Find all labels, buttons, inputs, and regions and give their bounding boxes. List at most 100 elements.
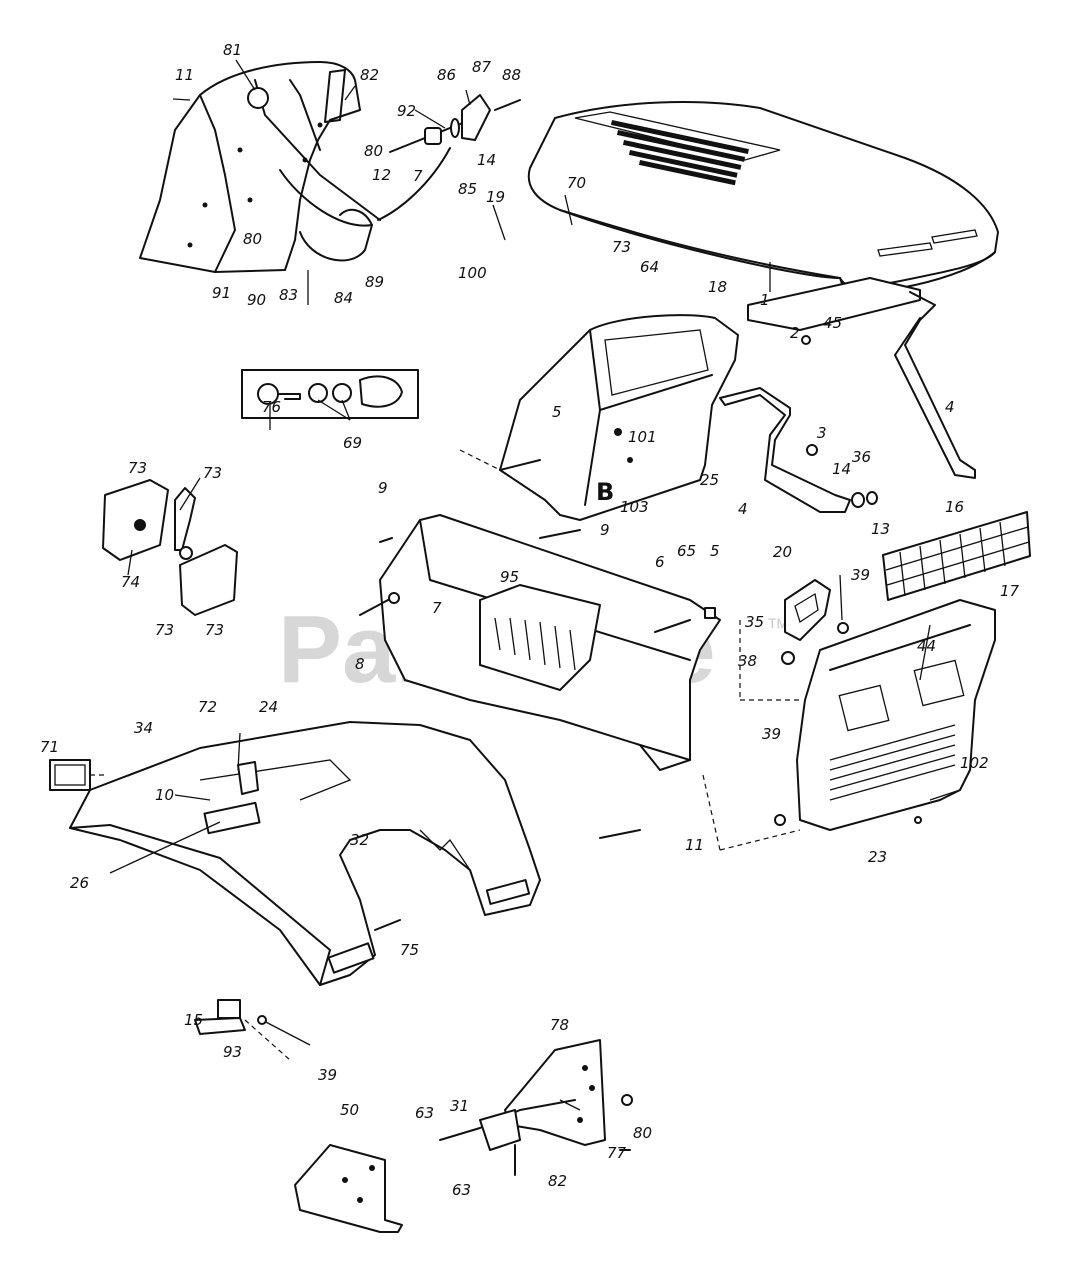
cover-plate-part[interactable] <box>294 1144 403 1233</box>
assembly-leader-lines <box>90 449 801 1061</box>
callout-23: 23 <box>868 848 887 866</box>
ignition-switch-kit[interactable] <box>241 369 419 419</box>
callout-73-c: 73 <box>203 464 222 482</box>
callout-82-b: 82 <box>548 1172 567 1190</box>
callout-leaders <box>109 59 961 1111</box>
hood-part[interactable] <box>527 101 999 294</box>
callout-83: 83 <box>279 286 298 304</box>
shaft-assembly[interactable] <box>377 94 521 221</box>
callout-11: 11 <box>175 66 194 84</box>
callout-78: 78 <box>550 1016 569 1034</box>
callout-103: 103 <box>620 498 649 516</box>
callout-65: 65 <box>677 542 696 560</box>
dash-tower-part[interactable] <box>499 314 739 521</box>
callout-73-e: 73 <box>205 621 224 639</box>
callout-10: 10 <box>155 786 174 804</box>
callout-81: 81 <box>223 41 242 59</box>
callout-63-b: 63 <box>452 1181 471 1199</box>
callout-90: 90 <box>247 291 266 309</box>
callout-38: 38 <box>738 652 757 670</box>
callout-5-b: 5 <box>710 542 720 560</box>
callout-44: 44 <box>917 637 936 655</box>
callout-39-b: 39 <box>762 725 781 743</box>
callout-45: 45 <box>823 314 842 332</box>
callout-34: 34 <box>134 719 153 737</box>
callout-39: 39 <box>851 566 870 584</box>
callout-76: 76 <box>262 398 281 416</box>
callout-16: 16 <box>945 498 964 516</box>
clip-part[interactable] <box>194 999 246 1035</box>
light-bracket-part[interactable] <box>784 579 831 641</box>
callout-9-b: 9 <box>600 521 610 539</box>
callout-26: 26 <box>70 874 89 892</box>
grille-screen-part[interactable] <box>882 511 1031 601</box>
dash-steering-support[interactable] <box>139 61 381 305</box>
callout-64: 64 <box>640 258 659 276</box>
callout-25: 25 <box>700 471 719 489</box>
callout-39-c: 39 <box>318 1066 337 1084</box>
callout-50: 50 <box>340 1101 359 1119</box>
pedal-bracket-part[interactable] <box>439 1039 633 1176</box>
callout-75: 75 <box>400 941 419 959</box>
callout-31: 31 <box>450 1097 469 1115</box>
callout-8: 8 <box>355 655 365 673</box>
reflector-part[interactable] <box>49 759 91 791</box>
callout-4: 4 <box>945 398 955 416</box>
callout-32: 32 <box>350 831 369 849</box>
callout-3: 3 <box>817 424 827 442</box>
callout-14-b: 14 <box>832 460 851 478</box>
callout-11-b: 11 <box>685 836 704 854</box>
callout-7-b: 7 <box>432 599 442 617</box>
callout-100: 100 <box>458 264 487 282</box>
callout-71: 71 <box>40 738 59 756</box>
callout-24: 24 <box>259 698 278 716</box>
callout-80-c: 80 <box>633 1124 652 1142</box>
callout-19: 19 <box>486 188 505 206</box>
callout-17: 17 <box>1000 582 1020 600</box>
callout-77: 77 <box>607 1144 627 1162</box>
callout-63: 63 <box>415 1104 434 1122</box>
callout-69: 69 <box>343 434 362 452</box>
callout-95: 95 <box>500 568 519 586</box>
callout-102: 102 <box>960 754 989 772</box>
callout-73-b: 73 <box>128 459 147 477</box>
callout-80-b: 80 <box>243 230 262 248</box>
callout-70: 70 <box>567 174 586 192</box>
nose-panel-part[interactable] <box>796 599 996 831</box>
callout-4-b: 4 <box>738 500 748 518</box>
callout-92: 92 <box>397 102 416 120</box>
callout-labels: 11 81 82 86 87 88 92 80 14 12 7 85 80 91… <box>40 41 1020 1199</box>
control-plate-part[interactable] <box>102 479 238 616</box>
callout-85: 85 <box>458 180 477 198</box>
callout-12: 12 <box>372 166 391 184</box>
callout-73: 73 <box>612 238 631 256</box>
callout-1: 1 <box>760 291 770 309</box>
callout-101: 101 <box>628 428 657 446</box>
callout-15: 15 <box>184 1011 203 1029</box>
callout-18: 18 <box>708 278 727 296</box>
callout-84: 84 <box>334 289 353 307</box>
callout-5: 5 <box>552 403 562 421</box>
callout-87: 87 <box>472 58 492 76</box>
callout-74: 74 <box>121 573 140 591</box>
callout-13: 13 <box>871 520 890 538</box>
callout-9: 9 <box>378 479 388 497</box>
callout-6: 6 <box>655 553 665 571</box>
callout-86: 86 <box>437 66 456 84</box>
fender-part[interactable] <box>69 721 541 986</box>
callout-82: 82 <box>360 66 379 84</box>
bracket-assembly[interactable] <box>719 277 976 513</box>
callout-72: 72 <box>198 698 217 716</box>
callout-2: 2 <box>790 324 800 342</box>
fasteners <box>257 529 922 1151</box>
callout-88: 88 <box>502 66 521 84</box>
watermark-trademark: TM <box>768 615 788 631</box>
callout-7: 7 <box>413 167 423 185</box>
callout-36: 36 <box>852 448 871 466</box>
callout-14: 14 <box>477 151 496 169</box>
callout-93: 93 <box>223 1043 242 1061</box>
callout-89: 89 <box>365 273 384 291</box>
callout-20: 20 <box>773 543 792 561</box>
front-panel-part[interactable] <box>379 514 721 771</box>
